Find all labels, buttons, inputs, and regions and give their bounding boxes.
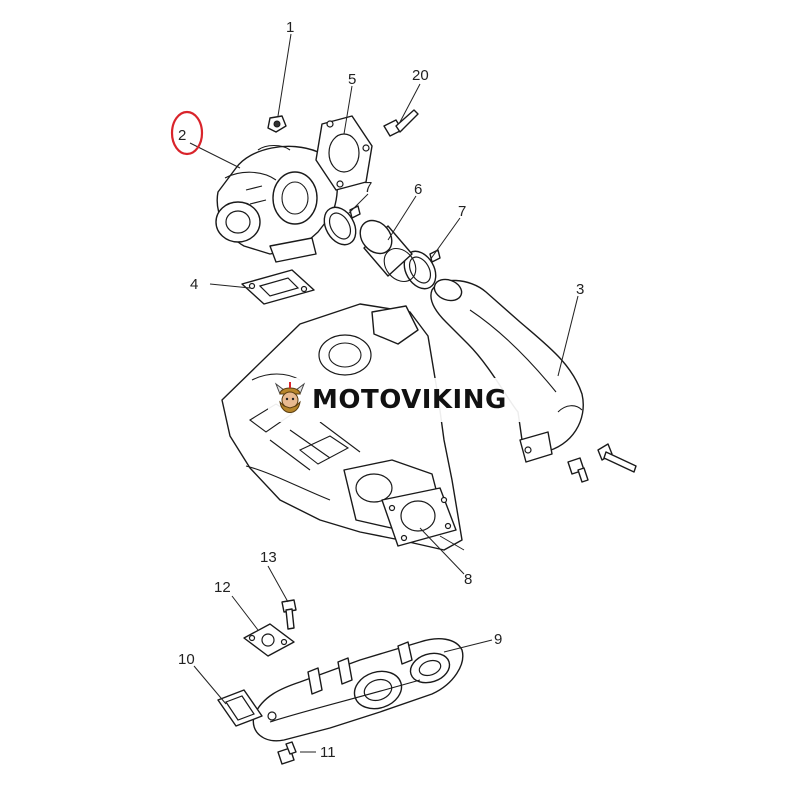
callout-6: 6 — [414, 181, 422, 198]
callout-20: 20 — [412, 67, 429, 84]
turbo-flange-gasket — [241, 269, 315, 305]
manifold-bolt — [277, 741, 297, 765]
plate-bolt — [281, 599, 297, 630]
callout-9: 9 — [494, 631, 502, 648]
brand-name: MOTOVIKING — [312, 385, 507, 415]
nut — [267, 115, 287, 133]
callout-4: 4 — [190, 276, 198, 293]
brand-watermark: MOTOVIKING — [268, 378, 532, 422]
bolt — [383, 109, 419, 137]
cover-plate — [243, 623, 295, 657]
callout-3: 3 — [576, 281, 584, 298]
engine-head — [221, 303, 463, 551]
turbocharger — [215, 144, 338, 263]
callout-8: 8 — [464, 571, 472, 588]
callout-1: 1 — [286, 19, 294, 36]
callout-7-lower: 7 — [458, 203, 466, 220]
callout-labels: 1 2 3 4 5 6 7 7 8 9 10 11 12 13 20 — [178, 19, 584, 761]
viking-logo-icon — [274, 382, 306, 413]
exhaust-manifold — [252, 638, 464, 742]
turbo-gasket — [315, 115, 373, 191]
exhaust-pipe — [430, 278, 584, 463]
callout-5: 5 — [348, 71, 356, 88]
callout-11: 11 — [320, 744, 336, 761]
leader-lines — [189, 33, 579, 753]
callout-7-upper: 7 — [364, 179, 372, 196]
hose — [359, 219, 417, 283]
callout-2: 2 — [178, 127, 186, 144]
callout-13: 13 — [260, 549, 277, 566]
hose-clamp-upper — [323, 205, 361, 246]
callout-12: 12 — [214, 579, 231, 596]
pipe-bolts — [567, 443, 637, 483]
highlight-circle — [170, 110, 204, 156]
callout-10: 10 — [178, 651, 195, 668]
manifold-gasket — [381, 487, 457, 547]
manifold-end-gasket — [217, 689, 263, 727]
